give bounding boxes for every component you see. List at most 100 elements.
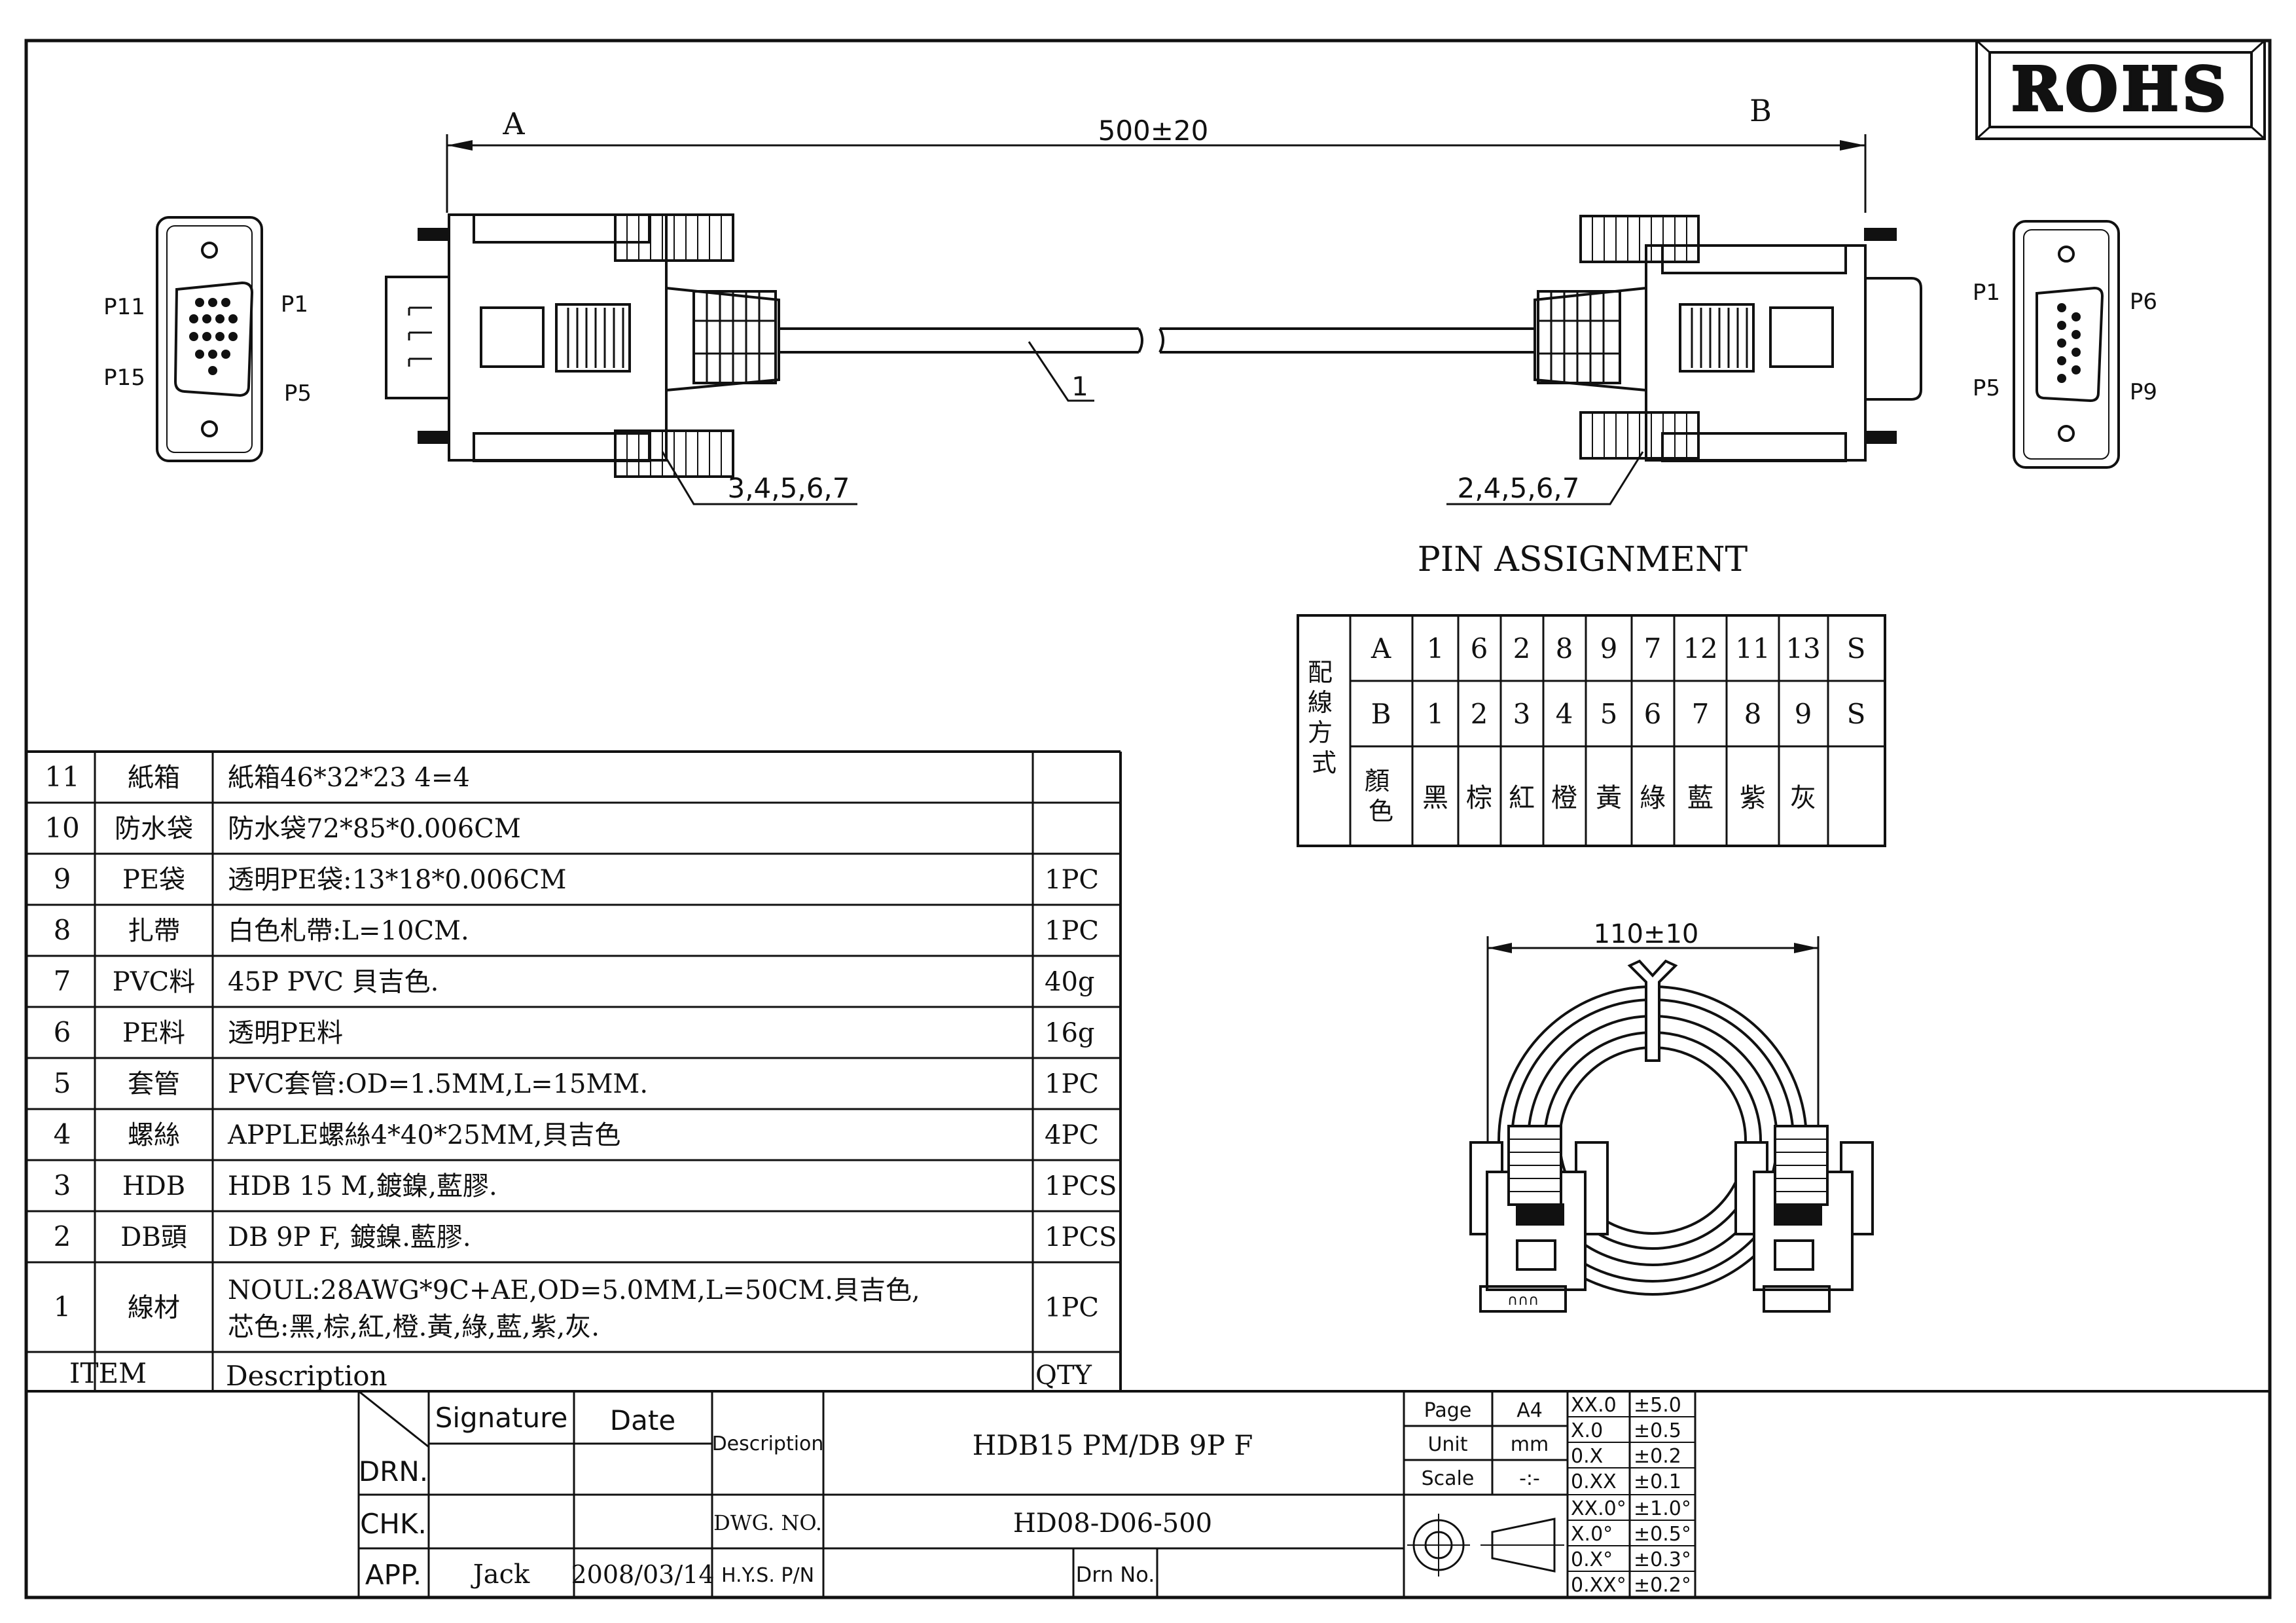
tb-dwg-no-label: DWG. NO. xyxy=(713,1510,822,1535)
tolerance-value: ±0.5° xyxy=(1634,1523,1691,1546)
tolerance-value: ±0.2 xyxy=(1634,1445,1681,1468)
bom-item-name: 防水袋 xyxy=(115,814,193,844)
pin-color-cell: 橙 xyxy=(1551,783,1577,813)
pin-row-b-cell: 9 xyxy=(1795,698,1812,730)
bom-item-no: 8 xyxy=(54,914,71,946)
bom-item-desc: APPLE螺絲4*40*25MM,貝吉色 xyxy=(227,1120,620,1150)
cable-callout: 1 xyxy=(1071,372,1088,402)
bom-item-no: 4 xyxy=(54,1118,71,1150)
pin-row-b-cell: 8 xyxy=(1744,698,1762,730)
bom-item-desc: 白色札帶:L=10CM. xyxy=(228,916,469,946)
tolerance-value: ±0.2° xyxy=(1634,1574,1691,1597)
pin-row-b-cell: 4 xyxy=(1556,698,1573,730)
bom-item-desc: HDB 15 M,鍍鎳,藍膠. xyxy=(228,1171,497,1201)
conn-b-pin-label: P9 xyxy=(2130,379,2157,405)
bom-item-desc: NOUL:28AWG*9C+AE,OD=5.0MM,L=50CM.貝吉色, xyxy=(228,1275,920,1305)
bom-item-no: 5 xyxy=(54,1067,71,1099)
pin-color-label: 顏 色 xyxy=(1365,767,1397,826)
tolerance-label: 0.X xyxy=(1571,1445,1603,1468)
bom-item-name: 扎帶 xyxy=(128,916,180,946)
pin-row-b-cell: 2 xyxy=(1471,698,1488,730)
tb-page: A4 xyxy=(1516,1399,1543,1422)
bom-item-name: 紙箱 xyxy=(128,763,180,793)
bom-header-description: Description xyxy=(226,1360,387,1392)
tb-drn-no-label: Drn No. xyxy=(1076,1562,1155,1587)
pin-row-a-cell: 9 xyxy=(1600,632,1618,665)
bom-item-no: 6 xyxy=(54,1016,71,1048)
tb-hys-pn-label: H.Y.S. P/N xyxy=(721,1564,814,1587)
pin-row-a-cell: 6 xyxy=(1471,632,1488,665)
tolerance-table: XX.0±5.0X.0±0.50.X±0.20.XX±0.1XX.0°±1.0°… xyxy=(1571,1394,1691,1597)
end-b-label: B xyxy=(1749,93,1772,128)
pin-table-side-label: 配 線 方 式 xyxy=(1308,658,1340,777)
bom-item-qty: 1PC xyxy=(1045,916,1099,946)
tolerance-label: 0.XX° xyxy=(1571,1574,1626,1597)
pin-row-b-cell: 3 xyxy=(1513,698,1531,730)
tolerance-value: ±1.0° xyxy=(1634,1497,1691,1520)
conn-a-pin-label: P5 xyxy=(284,380,312,407)
pin-row-a-cell: 7 xyxy=(1644,632,1662,665)
tb-dwg-no: HD08-D06-500 xyxy=(1013,1508,1212,1539)
coil-dimension: 110±10 xyxy=(1594,919,1699,949)
pin-color-cell: 紅 xyxy=(1509,783,1535,813)
tb-description-label: Description xyxy=(712,1432,824,1455)
tolerance-label: XX.0 xyxy=(1571,1394,1617,1417)
bom-item-name: HDB xyxy=(122,1171,185,1201)
cable-side-view xyxy=(385,134,1922,505)
bom-item-qty: 1PC xyxy=(1045,1069,1099,1099)
pin-row-a-label: A xyxy=(1371,632,1391,665)
bom-header-item: ITEM xyxy=(69,1357,147,1389)
pin-color-cell: 綠 xyxy=(1640,783,1666,813)
tb-date-header: Date xyxy=(610,1404,675,1436)
tb-unit-label: Unit xyxy=(1427,1433,1467,1456)
tb-signature-header: Signature xyxy=(435,1402,568,1434)
bom-item-qty: 16g xyxy=(1045,1018,1095,1048)
tb-app-label: APP. xyxy=(365,1559,422,1591)
title-block xyxy=(26,1390,2270,1597)
bom-item-qty: 4PC xyxy=(1045,1120,1099,1150)
tb-drn-label: DRN. xyxy=(359,1455,428,1487)
tb-app-date: 2008/03/14 xyxy=(571,1560,714,1589)
pin-row-b-cell: 7 xyxy=(1692,698,1710,730)
tb-description: HDB15 PM/DB 9P F xyxy=(973,1429,1253,1461)
pin-row-a-cell: 12 xyxy=(1683,632,1717,665)
tb-scale-label: Scale xyxy=(1422,1467,1475,1490)
bom-item-desc: 透明PE袋:13*18*0.006CM xyxy=(228,865,566,895)
bom-item-name: PE料 xyxy=(122,1018,185,1048)
conn-b-pin-label: P5 xyxy=(1973,375,2000,401)
pin-row-b-cell: S xyxy=(1847,698,1866,730)
bom-item-no: 7 xyxy=(54,965,71,997)
rohs-label: ROHS xyxy=(2011,54,2230,124)
bom-item-desc: 45P PVC 貝吉色. xyxy=(228,967,439,997)
pin-color-cell: 灰 xyxy=(1790,783,1816,813)
rohs-stamp: ROHS xyxy=(1975,39,2266,140)
pin-row-b-cell: 5 xyxy=(1600,698,1618,730)
conn-b-pin-label: P6 xyxy=(2130,289,2157,315)
bom-item-desc: PVC套管:OD=1.5MM,L=15MM. xyxy=(228,1069,648,1099)
pin-row-a-cell: 11 xyxy=(1735,632,1770,665)
bom-item-qty: 40g xyxy=(1045,967,1095,997)
tb-chk-label: CHK. xyxy=(360,1508,427,1540)
bom-item-desc: 防水袋72*85*0.006CM xyxy=(228,814,521,844)
tolerance-label: XX.0° xyxy=(1571,1497,1626,1520)
bom-item-name: DB頭 xyxy=(120,1222,187,1252)
pin-color-cell: 藍 xyxy=(1687,783,1713,813)
pin-row-a-cell: 1 xyxy=(1427,632,1444,665)
tb-page-label: Page xyxy=(1424,1399,1472,1422)
pin-color-cell: 棕 xyxy=(1466,783,1492,813)
bom-item-no: 1 xyxy=(54,1291,71,1323)
bom-item-name: PE袋 xyxy=(122,865,185,895)
end-a-parts-callout: 3,4,5,6,7 xyxy=(727,472,850,504)
pin-color-cell: 紫 xyxy=(1740,783,1766,813)
tolerance-value: ±5.0 xyxy=(1634,1394,1681,1417)
bom-item-name: PVC料 xyxy=(113,967,195,997)
bom-item-qty: 1PC xyxy=(1045,1293,1099,1323)
conn-a-pin-label: P11 xyxy=(103,294,145,320)
pin-row-a-cell: S xyxy=(1847,632,1866,665)
conn-b-pin-label: P1 xyxy=(1973,280,2000,306)
bom-item-name: 線材 xyxy=(128,1293,180,1323)
bom-item-no: 3 xyxy=(54,1169,71,1201)
pin-color-cell: 黃 xyxy=(1596,783,1622,813)
